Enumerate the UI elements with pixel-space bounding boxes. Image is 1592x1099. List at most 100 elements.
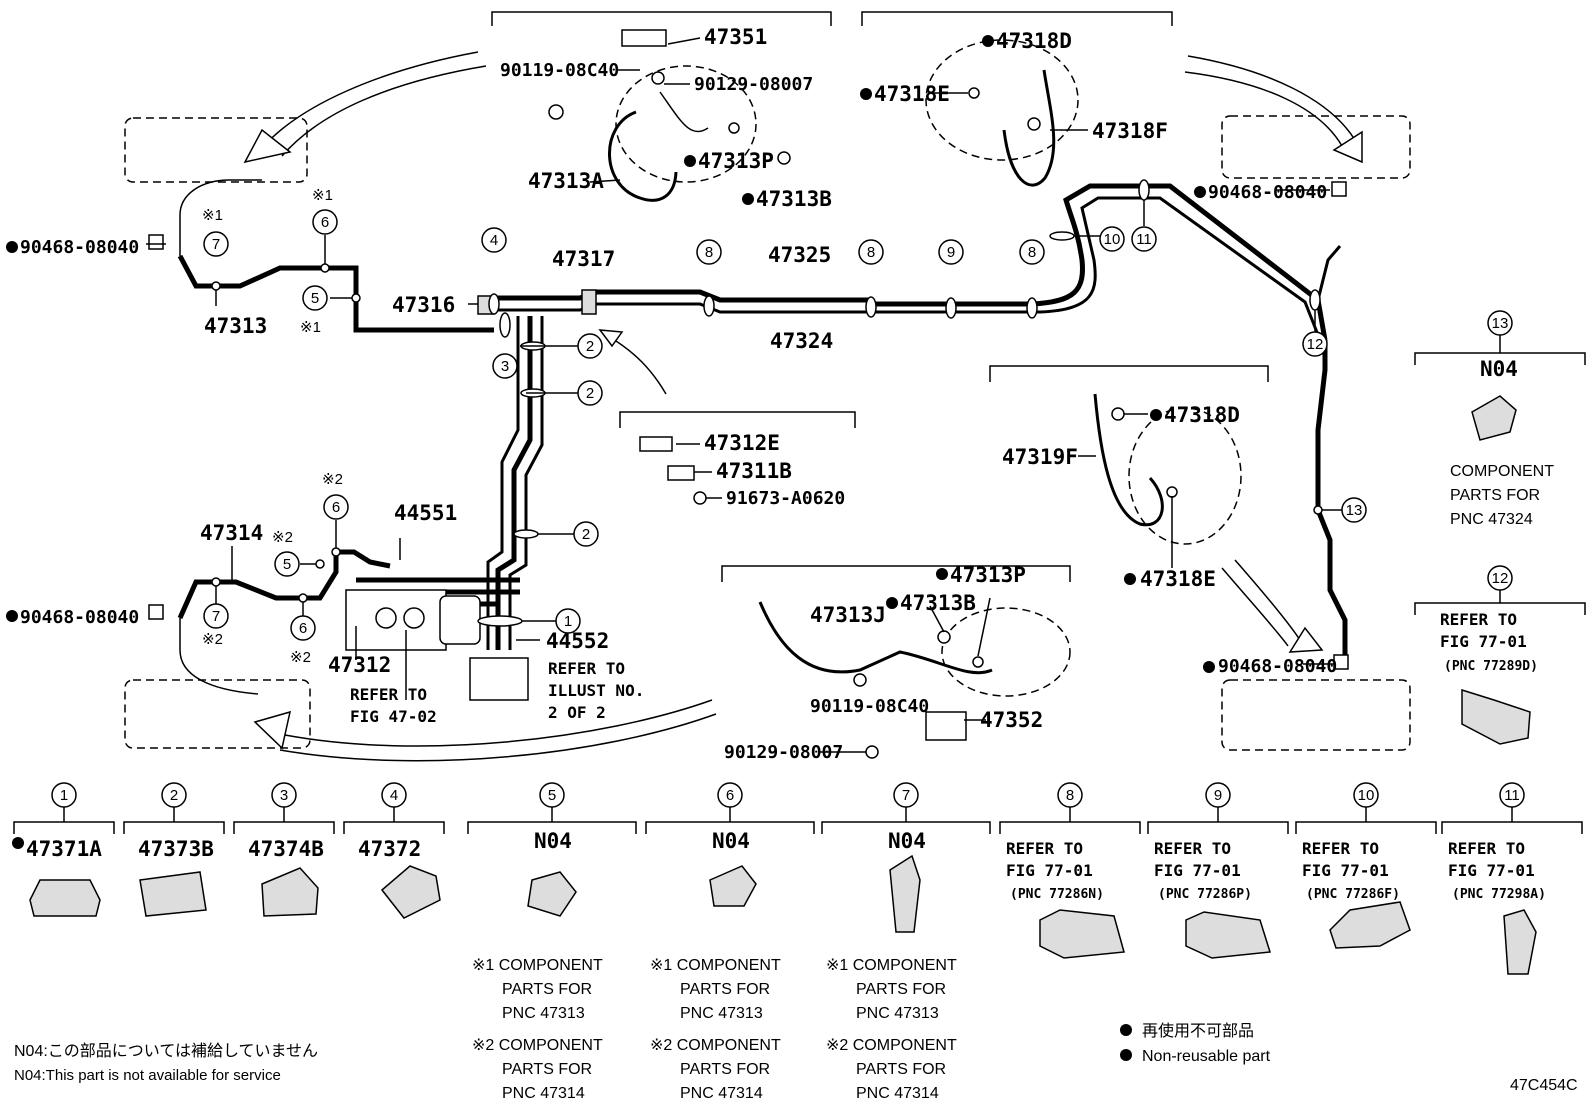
svg-text:2: 2 [586, 385, 594, 402]
label-47311B: 47311B [716, 459, 792, 483]
bracket-clip-parts [619, 411, 856, 428]
legend-code-6: N04 [712, 829, 750, 853]
abs-port-2 [403, 607, 425, 629]
bolt-47313B-top [777, 151, 791, 165]
legend-note-6-1-0: ※2 COMPONENT [650, 1037, 781, 1054]
abs-actuator-motor [439, 595, 481, 645]
legend-part-drawing-7 [889, 854, 921, 933]
svg-text:3: 3 [501, 358, 509, 375]
legend-callout-num-9: 9 [1214, 787, 1222, 804]
svg-text:9: 9 [947, 244, 955, 261]
svg-text:7: 7 [212, 236, 220, 253]
panel-13-clip [1471, 395, 1517, 441]
legend-note-6-0-0: ※1 COMPONENT [650, 957, 781, 974]
tube-main-lower [494, 196, 1322, 341]
label-47313P-bottom: 47313P [950, 563, 1026, 587]
figure-id: 47C454C [1510, 1077, 1578, 1094]
bolt-47313B-bottom [937, 630, 951, 644]
legend-ref2-8: FIG 77-01 [1006, 861, 1093, 880]
arrow-top-right-head [1332, 130, 1363, 164]
legend-note-7-1-0: ※2 COMPONENT [826, 1037, 957, 1054]
label-47351: 47351 [704, 25, 767, 49]
legend-callout-num-4: 4 [390, 787, 398, 804]
arrow-top-left-outline [281, 65, 487, 157]
legend-note-6-0-2: PNC 47313 [680, 1005, 763, 1022]
label-47313P-top: 47313P [698, 149, 774, 173]
panel-12-clip [1461, 688, 1531, 745]
nonreusable-bullets [6, 35, 1215, 849]
legend-pnc-10: (PNC 77286F) [1306, 887, 1400, 902]
label-90129-08007-top: 90129-08007 [694, 74, 813, 95]
clamp-mark-4 [488, 293, 500, 315]
label-47312: 47312 [328, 653, 391, 677]
svg-text:4: 4 [490, 232, 498, 249]
clamp-mark-11 [1138, 179, 1150, 201]
arrow-clip [607, 335, 667, 395]
bolt-90119-08C40-top [548, 104, 564, 120]
legend-bracket-3 [233, 821, 335, 834]
hose-47319F [1093, 393, 1164, 527]
ast-2-d: ※2 [202, 631, 223, 648]
legend-callout-num-5: 5 [548, 787, 556, 804]
panel-12-ref-2: FIG 77-01 [1440, 632, 1527, 651]
legend-note-6-0-1: PARTS FOR [680, 981, 770, 998]
clamp-mark-2c [513, 529, 539, 539]
tube-47314-hose [179, 618, 259, 695]
arrow-bottom-right-outline [1221, 567, 1289, 647]
label-47318D-right: 47318D [1164, 403, 1240, 427]
placeholder-box-bottom-right [1221, 679, 1411, 751]
panel-13-text-3: PNC 47324 [1450, 511, 1533, 528]
bracket-hose-right [989, 365, 1269, 382]
label-47313A: 47313A [528, 169, 604, 193]
panel-12-ref-1: REFER TO [1440, 610, 1517, 629]
tube-47313-hose [179, 179, 262, 256]
legend-part-drawing-2 [139, 871, 207, 917]
label-91673-A0620: 91673-A0620 [726, 488, 845, 509]
clamp-mark-7-top [211, 281, 221, 291]
arrow-clip-head [598, 329, 624, 348]
legend-callout-num-11: 11 [1504, 787, 1520, 804]
legend-part-drawing-4 [380, 865, 441, 919]
legend-part-4: 47372 [358, 837, 421, 861]
clamp-mark-7-mid [211, 577, 221, 587]
arrow-top-right-outline [1184, 71, 1343, 147]
label-47319F: 47319F [1002, 445, 1078, 469]
legend-bracket-9 [1147, 821, 1289, 834]
clamp-mark-1 [477, 615, 523, 627]
legend-note-5-1-2: PNC 47314 [502, 1085, 585, 1099]
legend-part-drawing-9 [1185, 911, 1271, 959]
washer-47313P-bottom [972, 656, 984, 668]
legend-code-7: N04 [888, 829, 926, 853]
clip-47311B [667, 465, 695, 481]
label-90468-08040-tr: 90468-08040 [1208, 182, 1327, 203]
clamp-mark-8b [865, 296, 877, 318]
svg-text:7: 7 [212, 608, 220, 625]
clip-47317 [581, 289, 597, 315]
hose-47313A [608, 110, 678, 202]
svg-text:8: 8 [705, 244, 713, 261]
legend-bracket-6 [645, 821, 815, 834]
clamp-mark-12 [1309, 289, 1321, 311]
label-47352: 47352 [980, 708, 1043, 732]
tube-center-down-3 [508, 316, 544, 650]
legend-bracket-10 [1295, 821, 1437, 834]
label-47313B-top: 47313B [756, 187, 832, 211]
legend-pnc-11: (PNC 77298A) [1452, 887, 1546, 902]
arrow-top-left-head [243, 128, 292, 164]
bracket-47352-part [925, 711, 967, 741]
clamp-mark-13 [1313, 505, 1323, 515]
legend-note-6-1-1: PARTS FOR [680, 1061, 770, 1078]
tube-main-upper [494, 183, 1328, 341]
label-90129-08007-bottom: 90129-08007 [724, 742, 843, 763]
legend-note-6-1-2: PNC 47314 [680, 1085, 763, 1099]
legend-bracket-11 [1441, 821, 1583, 834]
legend-note-7-0-0: ※1 COMPONENT [826, 957, 957, 974]
ast-1-c: ※1 [300, 319, 321, 336]
svg-text:8: 8 [867, 244, 875, 261]
connector-90468-mr [1333, 654, 1349, 670]
nut-90129-08007-top [651, 71, 665, 85]
footer-n04-jp: N04:この部品については補給していません [14, 1042, 318, 1060]
hose-47313A-2 [659, 91, 709, 133]
ast-2-a: ※2 [322, 471, 343, 488]
